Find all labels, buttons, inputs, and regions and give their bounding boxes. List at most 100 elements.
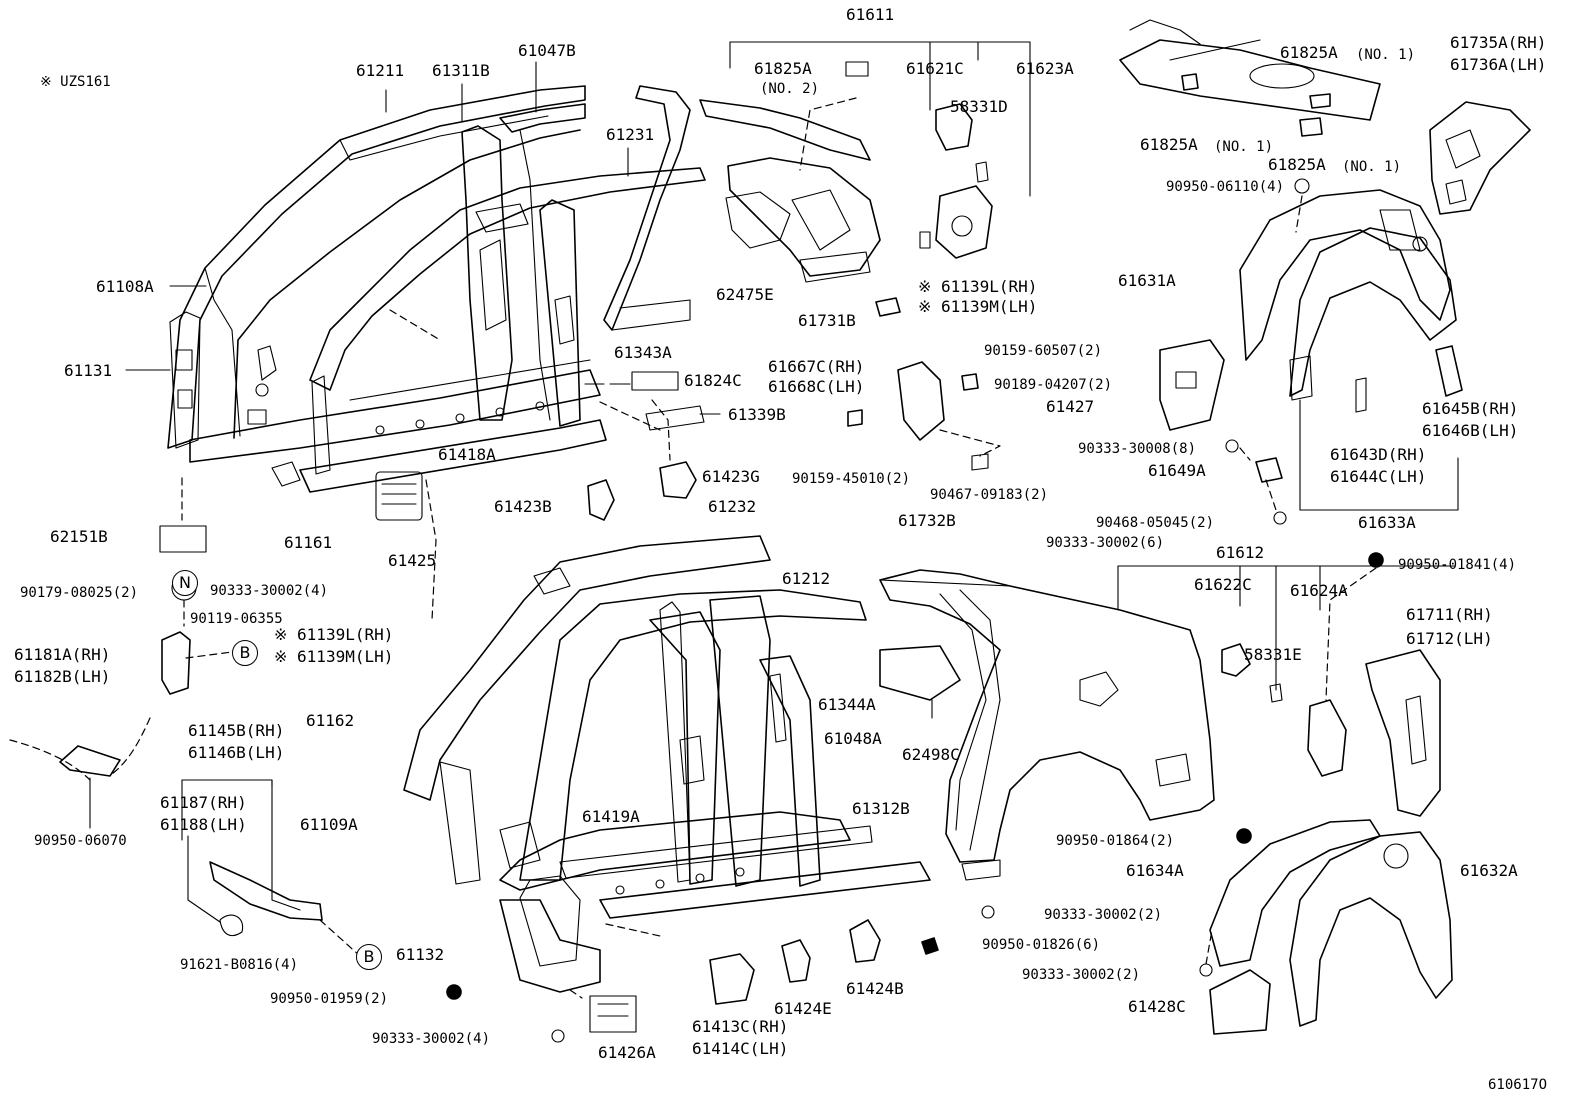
callout-61047B: 61047B (518, 41, 576, 60)
callout-61048A: 61048A (824, 729, 882, 748)
callout-90950-01959: 90950-01959(2) (270, 991, 389, 1007)
quarter-outer-panel (879, 569, 1215, 881)
callout-61667C: 61667C(RH) (768, 357, 865, 376)
callout-90950-06070: 90950-06070 (34, 833, 127, 849)
callout-90950-01826: 90950-01826(6) (982, 937, 1101, 953)
callout-61139M-upper: ※ 61139M(LH) (918, 297, 1038, 316)
callout-61646B: 61646B(LH) (1422, 421, 1519, 440)
callout-61344A: 61344A (818, 695, 876, 714)
callout-90333-30002-4b: 90333-30002(4) (372, 1031, 491, 1047)
callout-61649A: 61649A (1148, 461, 1206, 480)
callout-90179-08025: 90179-08025(2) (20, 585, 139, 601)
callout-61413C: 61413C(RH) (692, 1017, 789, 1036)
callout-61414C: 61414C(LH) (692, 1039, 789, 1058)
callout-61161: 61161 (284, 533, 333, 552)
callout-61311B: 61311B (432, 61, 490, 80)
rear-wheelhouse-outer (1159, 178, 1463, 525)
callout-61145B: 61145B(RH) (188, 721, 285, 740)
callout-58331E: 58331E (1244, 645, 1302, 664)
callout-61711: 61711(RH) (1406, 605, 1493, 624)
rear-floor-panel (1119, 19, 1381, 137)
callout-61825A-no1-left-qualifier: (NO. 1) (1214, 139, 1274, 155)
callout-61427: 61427 (1046, 397, 1095, 416)
callout-90950-01864: 90950-01864(2) (1056, 833, 1175, 849)
callout-61622C: 61622C (1194, 575, 1252, 594)
quarter-inner-upper (603, 85, 881, 331)
callout-62498C: 62498C (902, 745, 960, 764)
callout-61231: 61231 (606, 125, 655, 144)
dashed-guides-upper (181, 97, 1001, 621)
callout-61428C: 61428C (1128, 997, 1186, 1016)
callout-90950-06110: 90950-06110(4) (1166, 179, 1285, 195)
callout-61182B: 61182B(LH) (14, 667, 111, 686)
callout-61212: 61212 (782, 569, 831, 588)
callout-61623A: 61623A (1016, 59, 1074, 78)
callout-61712: 61712(LH) (1406, 629, 1493, 648)
callout-61424E: 61424E (774, 999, 832, 1018)
callout-61426A: 61426A (598, 1043, 656, 1062)
callout-61139M-lower: ※ 61139M(LH) (274, 647, 394, 666)
callout-61108A: 61108A (96, 277, 154, 296)
callout-90333-30002-2a: 90333-30002(2) (1044, 907, 1163, 923)
callout-90159-45010: 90159-45010(2) (792, 471, 911, 487)
callout-61188: 61188(LH) (160, 815, 247, 834)
callout-61731B: 61731B (798, 311, 856, 330)
callout-61611: 61611 (846, 5, 895, 24)
callout-61631A: 61631A (1118, 271, 1176, 290)
callout-61825A-no1-top-qualifier: (NO. 1) (1356, 47, 1416, 63)
marker-b-lower: B (356, 944, 382, 970)
callout-61423G: 61423G (702, 467, 760, 486)
callout-61624A: 61624A (1290, 581, 1348, 600)
callout-61825A-no1-top: 61825A (1280, 43, 1338, 62)
callout-61621C: 61621C (906, 59, 964, 78)
callout-90333-30002-4a: 90333-30002(4) (210, 583, 329, 599)
callout-90468-05045: 90468-05045(2) (1096, 515, 1215, 531)
front-outer-panel-upper (167, 85, 601, 463)
callout-58331D: 58331D (950, 97, 1008, 116)
callout-61211: 61211 (356, 61, 405, 80)
callout-61668C: 61668C(LH) (768, 377, 865, 396)
marker-b-upper: B (232, 640, 258, 666)
callout-61825A-no2: 61825A (754, 59, 812, 78)
callout-61732B: 61732B (898, 511, 956, 530)
callout-90950-01841: 90950-01841(4) (1398, 557, 1517, 573)
callout-90467-09183: 90467-09183(2) (930, 487, 1049, 503)
callout-61425: 61425 (388, 551, 437, 570)
callout-61418A: 61418A (438, 445, 496, 464)
callout-61132: 61132 (396, 945, 445, 964)
callout-61181A: 61181A(RH) (14, 645, 111, 664)
callout-61131: 61131 (64, 361, 113, 380)
callout-61634A: 61634A (1126, 861, 1184, 880)
callout-61419A: 61419A (582, 807, 640, 826)
marker-n: N (172, 570, 198, 596)
callout-61735A: 61735A(RH) (1450, 33, 1547, 52)
callout-90189-04207: 90189-04207(2) (994, 377, 1113, 393)
callout-61232: 61232 (708, 497, 757, 516)
callout-61825A-no2-qualifier: (NO. 2) (760, 81, 820, 97)
callout-61146B: 61146B(LH) (188, 743, 285, 762)
callout-61645B: 61645B(RH) (1422, 399, 1519, 418)
callout-61825A-no1-right-qualifier: (NO. 1) (1342, 159, 1402, 175)
center-pillar-upper (461, 103, 586, 421)
model-note: ※ UZS161 (40, 74, 111, 90)
callout-61312B: 61312B (852, 799, 910, 818)
callout-90119-06355: 90119-06355 (190, 611, 283, 627)
callout-61736A: 61736A(LH) (1450, 55, 1547, 74)
callout-61162: 61162 (306, 711, 355, 730)
lower-side-outer (403, 535, 931, 993)
leader-lines (89, 41, 1459, 841)
dashed-guides-upper-right (1239, 195, 1303, 511)
callout-61139L-upper: ※ 61139L(RH) (918, 277, 1038, 296)
callout-61343A: 61343A (614, 343, 672, 362)
callout-62475E: 62475E (716, 285, 774, 304)
callout-61339B: 61339B (728, 405, 786, 424)
callout-61423B: 61423B (494, 497, 552, 516)
callout-62151B: 62151B (50, 527, 108, 546)
rear-bracket-61735A (1429, 101, 1531, 215)
figure-id: 61061​7O (1488, 1077, 1548, 1093)
callout-90333-30002-2b: 90333-30002(2) (1022, 967, 1141, 983)
callout-61644C: 61644C(LH) (1330, 467, 1427, 486)
small-parts-upper (159, 61, 993, 553)
